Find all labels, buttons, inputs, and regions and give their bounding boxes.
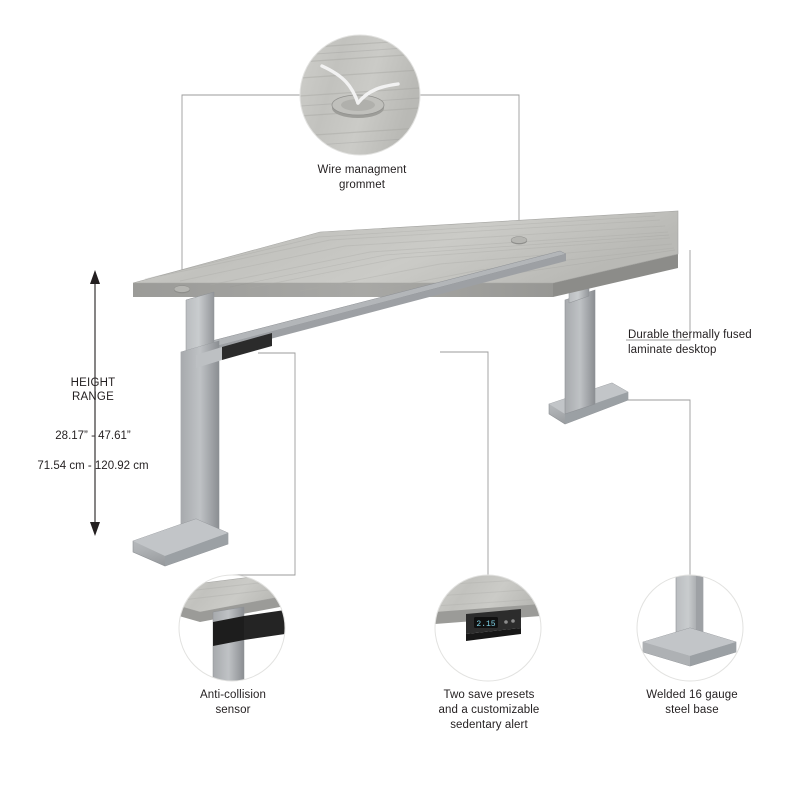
detail-controller-presets: 2.15 bbox=[434, 574, 542, 682]
callout-welded-steel-base: Welded 16 gauge steel base bbox=[646, 689, 738, 716]
leader-lines bbox=[181, 94, 691, 576]
grommet-left bbox=[173, 285, 191, 294]
height-range-block: HEIGHT RANGE 28.17” - 47.61” 71.54 cm - … bbox=[28, 376, 158, 489]
height-range-title: HEIGHT RANGE bbox=[70, 377, 116, 403]
callout-durable-laminate-desktop: Durable thermally fused laminate desktop bbox=[628, 329, 752, 356]
detail-steel-base bbox=[636, 574, 744, 682]
detail-wire-grommet bbox=[299, 34, 421, 156]
height-range-arrow bbox=[90, 270, 100, 536]
callout-anti-collision-sensor: Anti-collision sensor bbox=[200, 689, 266, 716]
detail-anti-collision-sensor bbox=[178, 574, 286, 682]
desk-leg-left bbox=[132, 291, 272, 567]
grommet-right bbox=[510, 236, 528, 245]
height-range-centimeters: 71.54 cm - 120.92 cm bbox=[37, 460, 149, 472]
desktop-surface bbox=[132, 210, 679, 297]
height-range-inches: 28.17” - 47.61” bbox=[55, 430, 131, 442]
desk-body bbox=[132, 210, 679, 567]
callout-two-save-presets: Two save presets and a customizable sede… bbox=[438, 689, 540, 731]
controller-display-value: 2.15 bbox=[476, 620, 495, 629]
callout-wire-management-grommet: Wire managment grommet bbox=[317, 164, 407, 191]
